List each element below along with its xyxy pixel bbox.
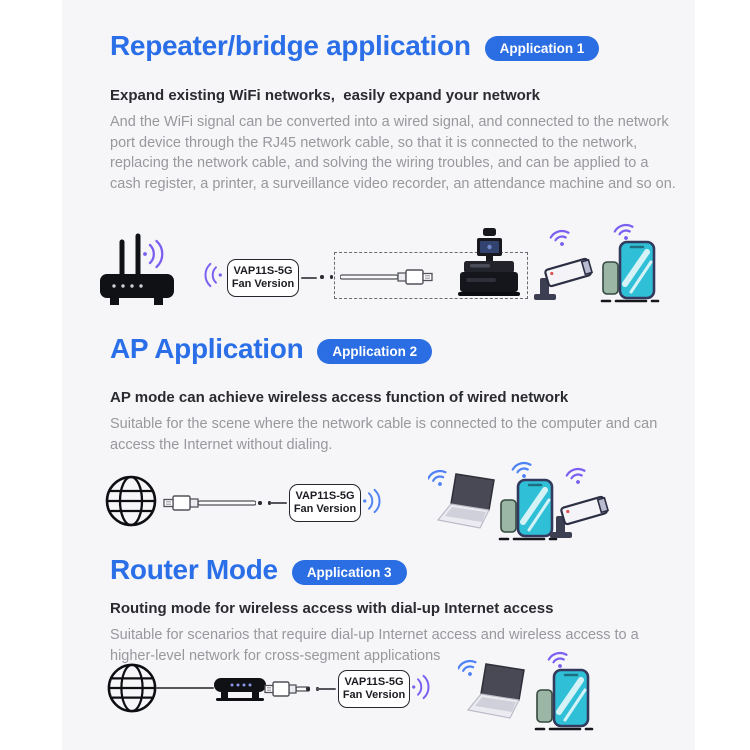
section-body: Suitable for the scene where the network… xyxy=(110,416,658,453)
cable-line xyxy=(156,687,214,689)
section-title: Repeater/bridge application xyxy=(110,30,471,61)
section-title: AP Application xyxy=(110,333,304,364)
section-title: Router Mode xyxy=(110,554,278,585)
section-heading-row: Router Mode Application 3 xyxy=(110,554,407,586)
device-label-box: VAP11S-5G Fan Version xyxy=(227,259,299,297)
section-subtitle: Routing mode for wireless access with di… xyxy=(110,600,554,617)
ethernet-cable-icon xyxy=(264,681,310,697)
application-badge: Application 3 xyxy=(291,560,407,585)
modem-icon xyxy=(214,678,266,701)
smartphone-icon xyxy=(600,222,660,303)
content-panel xyxy=(62,0,695,750)
device-label-box: VAP11S-5G Fan Version xyxy=(338,670,410,708)
ethernet-cable-icon xyxy=(163,495,256,511)
cash-register-icon xyxy=(458,228,520,296)
application-badge: Application 2 xyxy=(317,339,433,364)
internet-globe-icon xyxy=(105,475,157,527)
wifi-signal-icon xyxy=(204,262,222,288)
smartphone-icon xyxy=(498,460,558,541)
laptop-icon xyxy=(428,466,495,529)
section-body: And the WiFi signal can be converted int… xyxy=(110,114,676,192)
internet-globe-icon xyxy=(107,663,157,713)
cable-line xyxy=(270,502,287,504)
device-label-box: VAP11S-5G Fan Version xyxy=(289,484,361,522)
device-version: Fan Version xyxy=(342,689,406,701)
device-version: Fan Version xyxy=(293,503,357,515)
section-subtitle: AP mode can achieve wireless access func… xyxy=(110,389,569,406)
device-model: VAP11S-5G xyxy=(344,676,404,688)
section-heading-row: Repeater/bridge application Application … xyxy=(110,30,600,62)
smartphone-icon xyxy=(534,650,594,731)
device-version: Fan Version xyxy=(231,278,295,290)
application-badge: Application 1 xyxy=(484,36,600,61)
cctv-camera-icon xyxy=(550,464,610,538)
signal-dots xyxy=(258,501,271,505)
device-model: VAP11S-5G xyxy=(295,490,355,502)
signal-dots xyxy=(320,275,333,279)
cctv-camera-icon xyxy=(534,226,594,300)
cable-line xyxy=(301,277,317,279)
wifi-router-icon xyxy=(100,233,174,305)
cable-line xyxy=(316,688,336,690)
device-model: VAP11S-5G xyxy=(233,265,293,277)
ethernet-cable-icon xyxy=(340,269,433,285)
dashed-connection-box xyxy=(334,252,528,299)
wifi-signal-icon xyxy=(363,488,381,514)
section-heading-row: AP Application Application 2 xyxy=(110,333,433,365)
wifi-signal-icon xyxy=(412,674,430,700)
section-body: Suitable for scenarios that require dial… xyxy=(110,627,639,664)
laptop-icon xyxy=(458,656,525,719)
section-subtitle: Expand existing WiFi networks, easily ex… xyxy=(110,87,540,104)
